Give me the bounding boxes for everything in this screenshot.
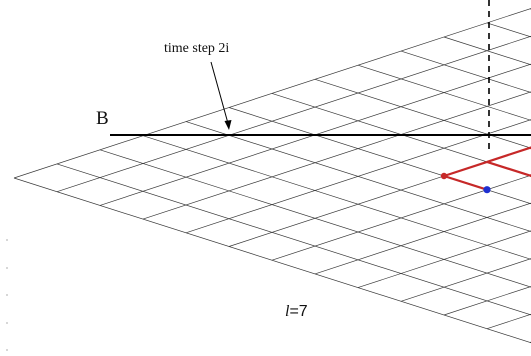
annotation-text: time step 2i <box>164 41 229 56</box>
grid-line <box>56 163 531 316</box>
highlight-edge <box>486 146 531 163</box>
grid-line <box>400 50 531 93</box>
level-symbol: l <box>285 303 290 320</box>
grid-line <box>486 22 531 38</box>
grid-line <box>185 121 531 232</box>
grid-line <box>56 35 531 193</box>
highlight-edge <box>443 174 488 191</box>
highlighted-paths <box>443 146 531 191</box>
margin-specks <box>6 239 8 351</box>
boundary-label: B <box>96 108 109 129</box>
annotation-arrow <box>210 61 230 128</box>
annotation-arrowhead <box>224 120 232 130</box>
blue-node <box>483 186 491 194</box>
level-value: =7 <box>289 303 307 320</box>
grid-line <box>357 64 531 121</box>
grid-line <box>400 258 531 302</box>
grid-line <box>357 230 531 288</box>
grid-line <box>142 135 531 260</box>
lattice-grid <box>13 8 531 344</box>
highlight-edge <box>486 160 531 177</box>
origin-node <box>440 172 448 180</box>
highlight-edge <box>443 160 488 178</box>
level-label: l=7 <box>285 303 308 320</box>
grid-line <box>443 286 531 316</box>
grid-line <box>228 107 531 205</box>
grid-line <box>271 93 531 177</box>
grid-line <box>271 174 531 261</box>
grid-line <box>314 78 531 149</box>
grid-line <box>314 202 531 275</box>
grid-line <box>443 36 531 66</box>
lattice-nodes <box>440 172 491 194</box>
